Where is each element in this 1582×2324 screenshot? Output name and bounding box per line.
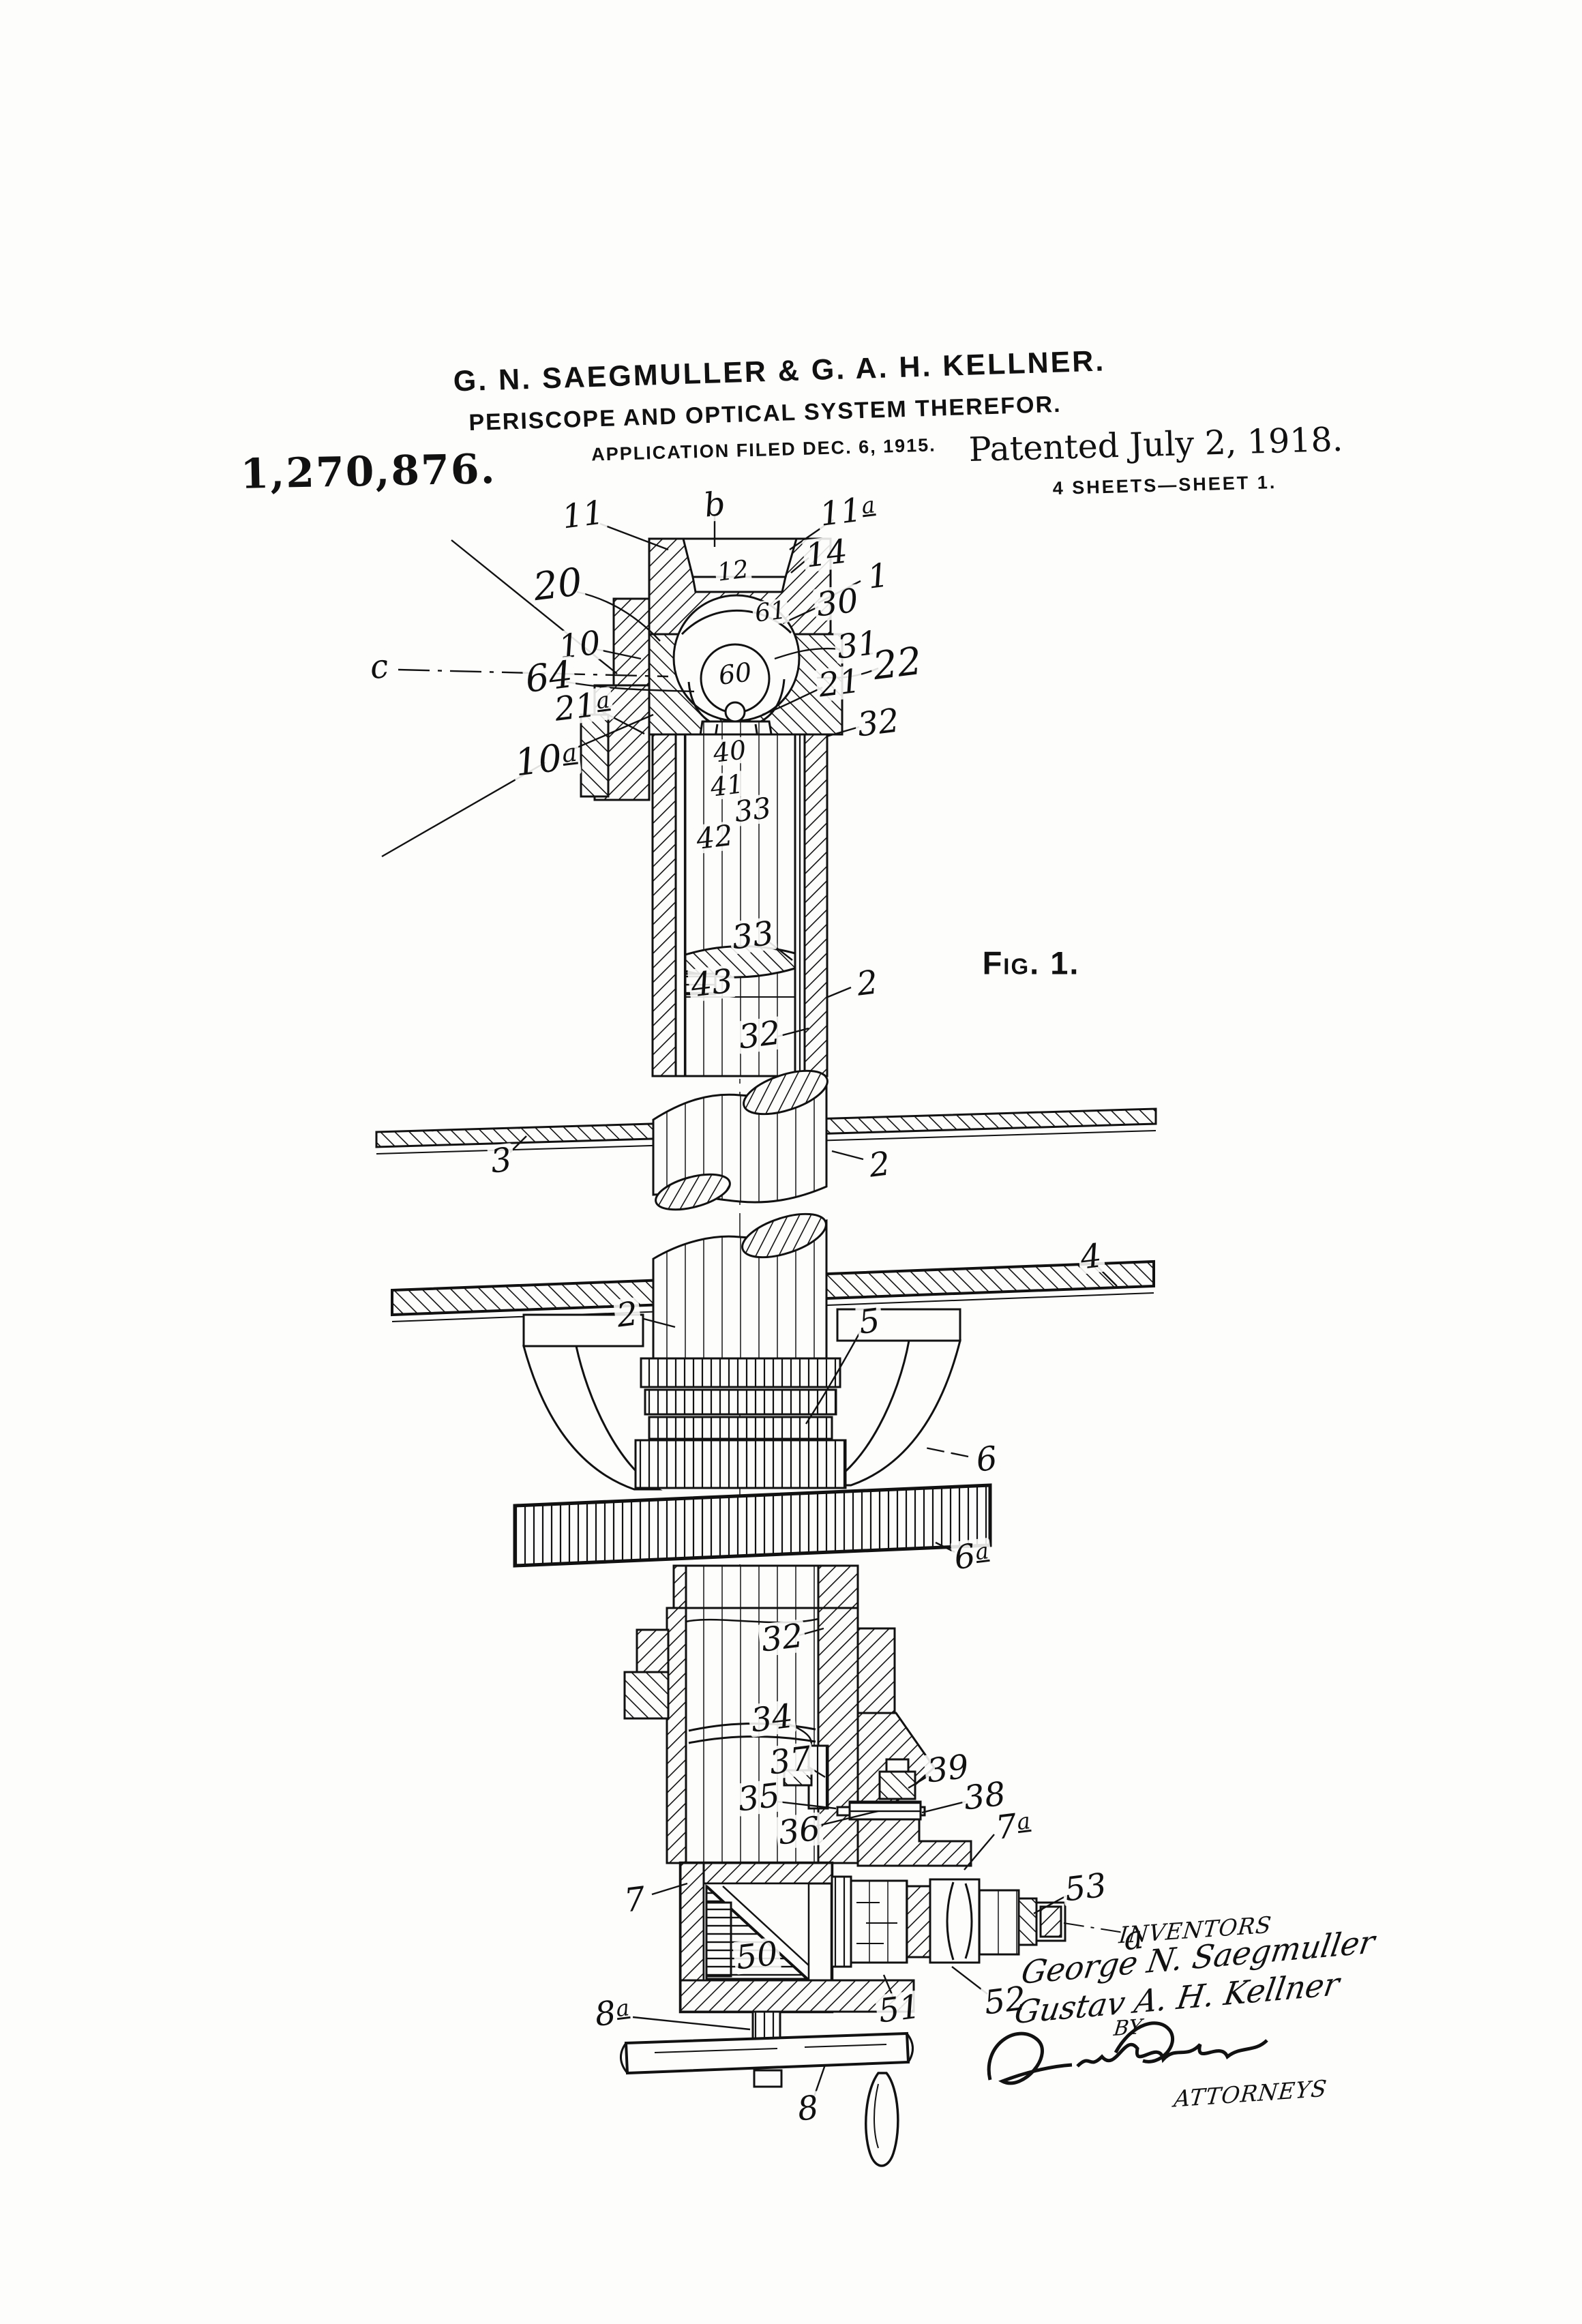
ref-label-61: 61 [751,596,790,628]
ref-label-11: 11 [558,493,608,537]
ref-label-37: 37 [765,1739,816,1783]
ref-label-7: 7 [620,1879,650,1920]
ref-label-22: 22 [869,639,926,689]
figure-linework [375,516,1268,2167]
ref-label-6a: 6a [950,1537,994,1577]
ref-label-34: 34 [747,1697,797,1740]
ref-label-30: 30 [812,581,863,625]
figure-label: Fig. 1. [982,944,1080,981]
ref-label-2: 2 [865,1144,895,1185]
ref-label-12: 12 [714,555,752,587]
ref-label-21: 21 [814,661,865,705]
ref-label-2: 2 [612,1294,642,1335]
ref-label-2: 2 [852,963,882,1004]
ref-label-53: 53 [1060,1866,1111,1909]
ref-label-6: 6 [972,1439,1002,1480]
ref-label-8: 8 [793,2088,823,2129]
ref-label-35: 35 [734,1776,784,1819]
ref-label-1: 1 [863,556,893,597]
ref-label-36: 36 [774,1809,824,1853]
ref-label-3: 3 [486,1140,516,1181]
ref-label-43: 43 [687,962,737,1005]
ref-label-32: 32 [734,1013,785,1057]
ref-label-4: 4 [1076,1236,1106,1277]
ref-label-33: 33 [730,791,775,829]
ref-label-60: 60 [715,657,756,691]
ref-label-b: b [700,484,730,525]
ref-label-50: 50 [732,1934,782,1978]
ref-label-33: 33 [728,914,778,957]
ref-label-14: 14 [801,532,852,576]
ref-label-20: 20 [529,560,586,610]
ref-label-42: 42 [692,818,737,856]
by-label: BY [1112,2014,1144,2042]
ref-label-7a: 7a [991,1807,1035,1847]
ref-label-32: 32 [853,701,904,745]
ref-label-40: 40 [709,734,750,769]
ref-label-8a: 8a [591,1994,634,2034]
attorney-signature [987,2021,1268,2085]
ref-label-51: 51 [874,1987,925,2031]
ref-label-5: 5 [854,1301,884,1342]
ref-label-32: 32 [757,1616,807,1660]
ref-label-c: c [365,647,393,687]
